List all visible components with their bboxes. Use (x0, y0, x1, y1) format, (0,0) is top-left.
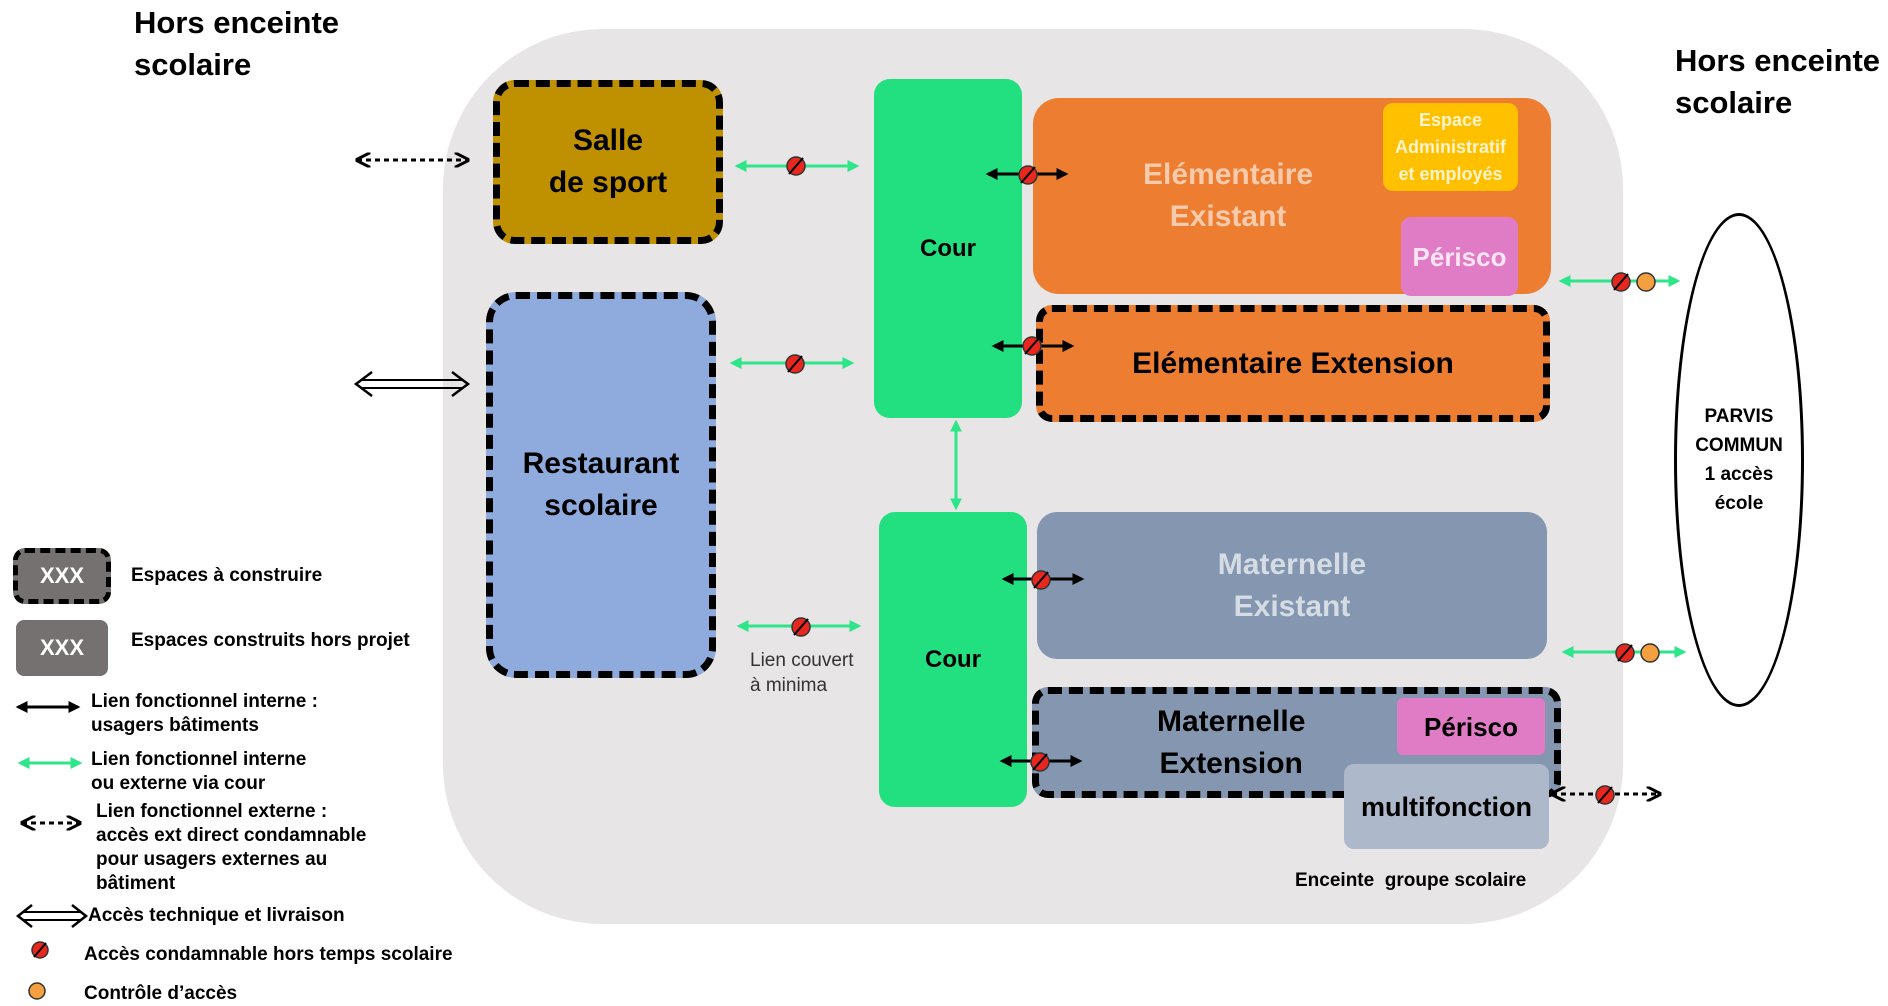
espace-administratif-label: Espace Administratif et employés (1394, 109, 1506, 184)
lock-mark-restaurant-cour-bas (791, 617, 811, 637)
legend-label-acces-condamnable: Accès condamnable hors temps scolaire (84, 944, 453, 965)
elementaire-extension-block: Elémentaire Extension (1036, 305, 1550, 422)
outside-label-left: Hors enceinte scolaire (134, 5, 340, 82)
technical-access-restaurant (353, 371, 471, 397)
cour-haut-block: Cour (874, 79, 1022, 418)
elementaire-extension-label: Elémentaire Extension (1132, 346, 1454, 380)
enceinte-groupe-scolaire-label: Enceinte groupe scolaire (1295, 870, 1527, 891)
legend-swatch-a-construire: XXX (13, 548, 111, 604)
lock-mark-maternelle-parvis (1615, 643, 1635, 663)
legend-label-acces-technique: Accès technique et livraison (88, 905, 345, 926)
legend-swatch-a-construire-text: XXX (39, 563, 85, 588)
lock-mark-maternelle-existant (1031, 570, 1051, 590)
lock-mark-restaurant-cour (785, 354, 805, 374)
perisco-elementaire-block: Périsco (1401, 217, 1518, 296)
legend-label-a-construire: Espaces à construire (131, 565, 323, 586)
lock-mark-elementaire-existant (1018, 165, 1038, 185)
lock-mark-elementaire-parvis (1611, 272, 1631, 292)
legend-symbol-acces-condamnable (31, 941, 49, 959)
legend-label-lien-externe: Lien fonctionnel externe : accès ext dir… (96, 801, 367, 894)
legend-label-lien-via-cour: Lien fonctionnel interne ou externe via … (91, 749, 307, 794)
restaurant-scolaire-label: Restaurant scolaire (522, 447, 680, 522)
multifonction-block: multifonction (1344, 764, 1549, 849)
maternelle-existant-block: Maternelle Existant (1037, 512, 1547, 659)
espace-administratif-block: Espace Administratif et employés (1383, 103, 1518, 191)
maternelle-existant-label: Maternelle Existant (1217, 547, 1367, 623)
legend-symbol-acces-technique (15, 904, 89, 928)
perisco-maternelle-block: Périsco (1397, 698, 1545, 755)
access-control-maternelle (1640, 643, 1660, 663)
maternelle-extension-label: Maternelle Extension (1157, 704, 1306, 780)
legend-label-lien-interne: Lien fonctionnel interne : usagers bâtim… (91, 691, 318, 736)
restaurant-scolaire-block: Restaurant scolaire (486, 292, 716, 678)
legend-swatch-construits-text: XXX (39, 635, 85, 660)
legend-swatch-construits: XXX (16, 620, 108, 676)
legend-symbol-controle-acces (28, 982, 46, 1000)
lock-mark-sport-cour (786, 156, 806, 176)
parvis-commun-ellipse: PARVIS COMMUN 1 accès école (1674, 213, 1804, 707)
lock-mark-multifonction (1595, 785, 1615, 805)
legend-label-controle-acces: Contrôle d’accès (84, 983, 238, 1004)
lock-mark-maternelle-extension (1030, 752, 1050, 772)
cour-bas-label: Cour (925, 645, 981, 673)
parvis-commun-label: PARVIS COMMUN 1 accès école (1695, 406, 1783, 514)
cour-haut-label: Cour (920, 234, 976, 262)
lock-mark-elementaire-extension (1022, 336, 1042, 356)
salle-de-sport-block: Salle de sport (493, 80, 723, 244)
legend-label-construits: Espaces construits hors projet (131, 630, 410, 651)
perisco-maternelle-label: Périsco (1424, 711, 1518, 742)
outside-label-right: Hors enceinte scolaire (1675, 43, 1881, 120)
salle-de-sport-label: Salle de sport (548, 124, 668, 199)
elementaire-existant-label: Elémentaire Existant (1143, 158, 1314, 233)
perisco-elementaire-label: Périsco (1412, 241, 1507, 272)
access-control-elementaire (1636, 272, 1656, 292)
multifonction-label: multifonction (1361, 791, 1532, 822)
lien-couvert-note: Lien couvert à minima (750, 650, 854, 696)
